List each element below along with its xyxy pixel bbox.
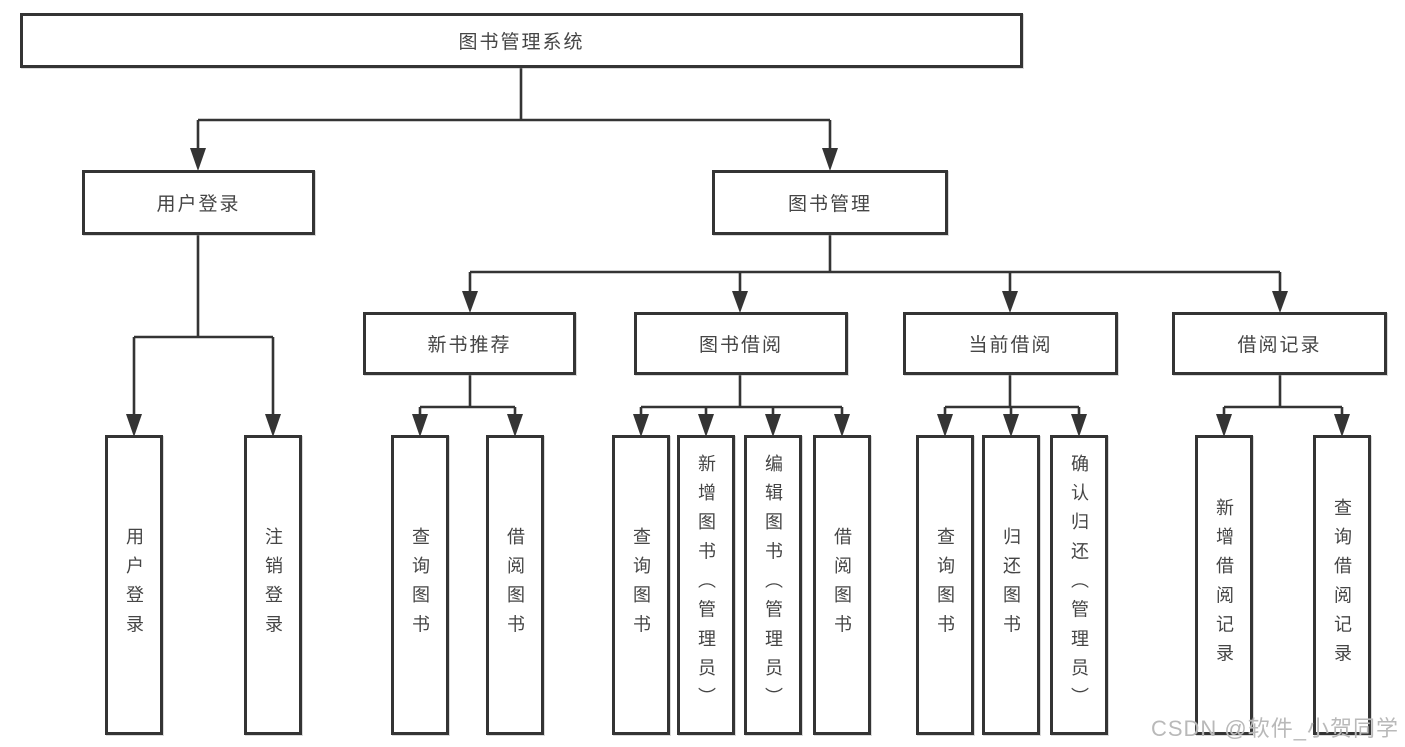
leaf-user-login: 用户登录: [105, 435, 163, 735]
leaf-add-books-admin: 新增图书（管理员）: [677, 435, 735, 735]
node-borrow-record: 借阅记录: [1172, 312, 1387, 375]
node-new-book-recommend: 新书推荐: [363, 312, 576, 375]
leaf-label: 查询借阅记录: [1332, 497, 1352, 673]
node-label: 新书推荐: [427, 335, 512, 356]
leaf-add-borrow-record: 新增借阅记录: [1195, 435, 1253, 735]
leaf-label: 归还图书: [1001, 526, 1021, 644]
leaf-borrow-books: 借阅图书: [813, 435, 871, 735]
node-label: 图书管理: [787, 194, 872, 215]
node-label: 当前借阅: [968, 335, 1053, 356]
node-label: 用户登录: [156, 194, 241, 215]
leaf-query-borrow-record: 查询借阅记录: [1313, 435, 1371, 735]
leaf-label: 编辑图书（管理员）: [763, 453, 783, 717]
leaf-label: 用户登录: [124, 526, 144, 644]
leaf-label: 确认归还（管理员）: [1069, 453, 1089, 717]
leaf-label: 新增借阅记录: [1214, 497, 1234, 673]
leaf-label: 注销登录: [263, 526, 283, 644]
leaf-query-books-recommend: 查询图书: [391, 435, 449, 735]
leaf-edit-books-admin: 编辑图书（管理员）: [744, 435, 802, 735]
leaf-confirm-return-admin: 确认归还（管理员）: [1050, 435, 1108, 735]
leaf-query-books-borrow: 查询图书: [612, 435, 670, 735]
leaf-return-books: 归还图书: [982, 435, 1040, 735]
node-label: 图书借阅: [698, 335, 783, 356]
leaf-label: 查询图书: [410, 526, 430, 644]
leaf-query-books-current: 查询图书: [916, 435, 974, 735]
leaf-label: 查询图书: [631, 526, 651, 644]
leaf-label: 借阅图书: [832, 526, 852, 644]
leaf-label: 查询图书: [935, 526, 955, 644]
node-book-management: 图书管理: [712, 170, 948, 235]
leaf-logout: 注销登录: [244, 435, 302, 735]
node-label: 图书管理系统: [458, 32, 585, 53]
node-user-login: 用户登录: [82, 170, 315, 235]
leaf-label: 新增图书（管理员）: [696, 453, 716, 717]
leaf-borrow-books-recommend: 借阅图书: [486, 435, 544, 735]
csdn-watermark: CSDN @软件_小贺同学: [1150, 716, 1399, 741]
leaf-label: 借阅图书: [505, 526, 525, 644]
node-book-borrow: 图书借阅: [634, 312, 848, 375]
node-label: 借阅记录: [1237, 335, 1322, 356]
node-current-borrow: 当前借阅: [903, 312, 1118, 375]
node-library-management-system: 图书管理系统: [20, 13, 1023, 68]
